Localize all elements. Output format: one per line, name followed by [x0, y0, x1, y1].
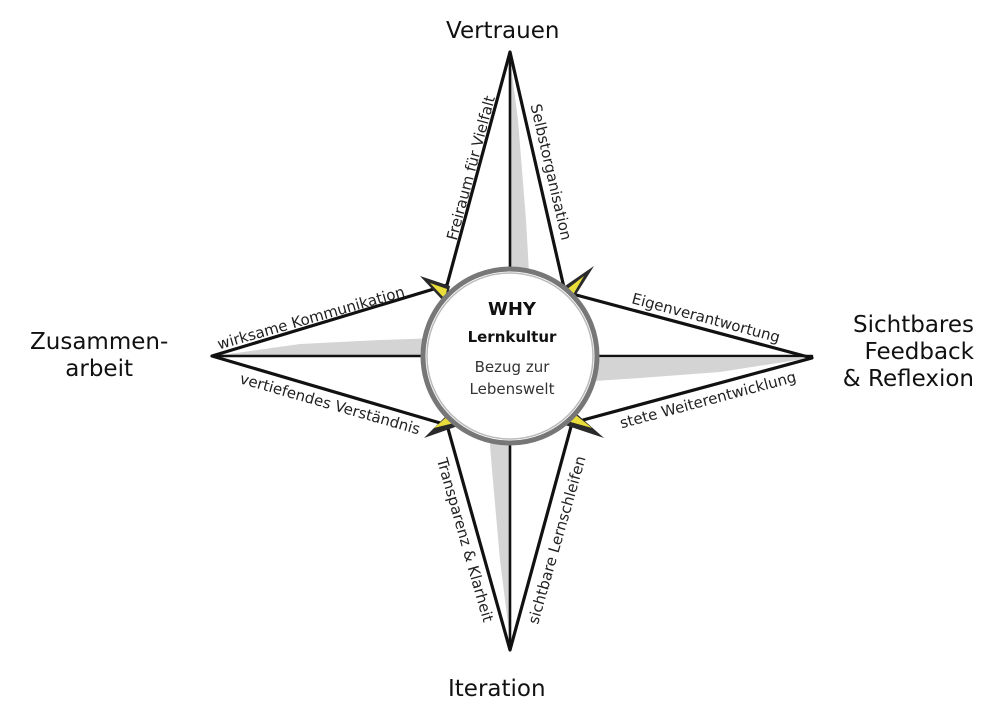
direction-east-line2: Feedback: [864, 339, 974, 366]
direction-east-line1: Sichtbares: [852, 312, 974, 338]
direction-east-line3: & Reflexion: [842, 366, 974, 393]
direction-south-label: Iteration: [448, 676, 546, 702]
south-point-shade: [488, 410, 510, 640]
direction-east-label: Sichtbares Feedback & Reflexion: [834, 312, 974, 393]
east-point-shade: [580, 358, 810, 382]
direction-west-line1: Zusammen-: [30, 329, 169, 355]
north-point-shade: [510, 58, 530, 300]
center-title: WHY: [488, 299, 536, 320]
direction-west-line2: arbeit: [65, 356, 133, 383]
center-subtitle: Lernkultur: [467, 328, 557, 346]
direction-west-label: Zusammen- arbeit: [30, 329, 168, 383]
west-point-shade: [215, 338, 440, 356]
star-spokes: [210, 50, 814, 652]
notch-nw: [420, 276, 450, 304]
center-line-1: Bezug zur: [474, 358, 550, 376]
center-line-2: Lebenswelt: [469, 380, 555, 398]
direction-north-label: Vertrauen: [446, 18, 560, 44]
center-circle: [420, 266, 600, 446]
